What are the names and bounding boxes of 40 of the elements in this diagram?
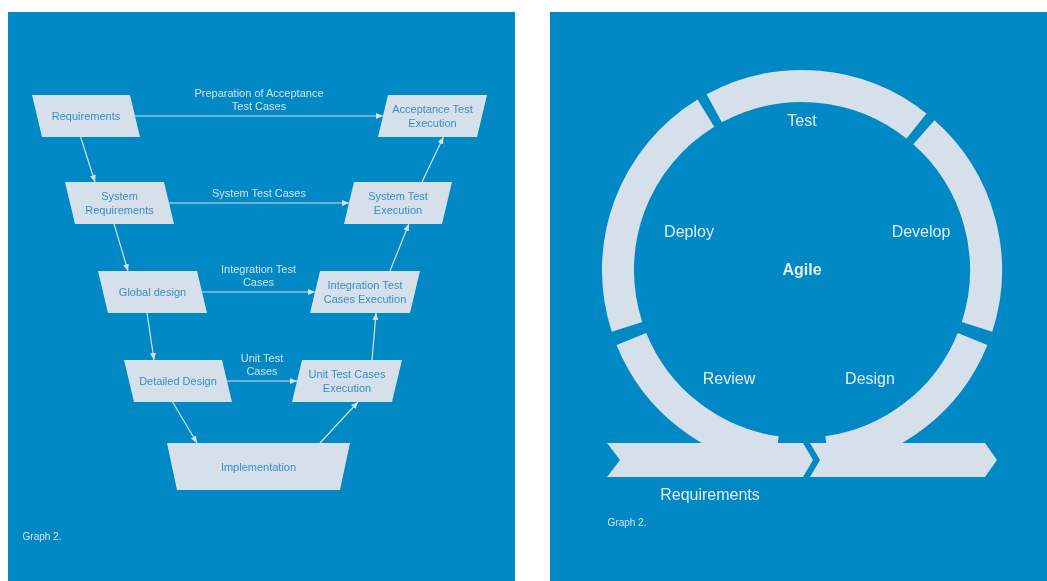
node-text: Implementation bbox=[220, 459, 297, 474]
arrow bbox=[389, 223, 410, 272]
arrow bbox=[201, 289, 316, 295]
arrow bbox=[172, 401, 198, 444]
arrow bbox=[113, 223, 129, 272]
stage-label: Review bbox=[702, 369, 756, 389]
node-text: Requirements bbox=[51, 109, 121, 123]
caption-text: Graph 2. bbox=[607, 515, 647, 530]
edge-label: Preparation of Acceptance Test Cases bbox=[193, 87, 325, 113]
arrow bbox=[371, 312, 379, 361]
node-text: Acceptance Test Execution bbox=[391, 102, 474, 130]
stage-label: Test bbox=[787, 111, 817, 131]
stage-label: Deploy bbox=[664, 222, 714, 242]
arrow bbox=[80, 136, 96, 183]
arrow bbox=[319, 401, 359, 444]
edge-label: System Test Cases bbox=[211, 187, 307, 200]
node-text: System Requirements bbox=[84, 189, 155, 217]
arrow bbox=[421, 136, 444, 183]
arrow bbox=[134, 113, 384, 119]
arrow bbox=[226, 378, 298, 384]
parallelogram-box bbox=[344, 182, 452, 224]
node-text: Global design bbox=[118, 285, 187, 299]
edge-label: Unit Test Cases bbox=[239, 352, 285, 378]
trapezoid-box bbox=[167, 443, 350, 490]
arrow bbox=[146, 312, 156, 361]
node-text: Unit Test Cases Execution bbox=[307, 367, 387, 395]
parallelogram-box bbox=[32, 95, 140, 137]
node-text: System Test Execution bbox=[367, 189, 429, 217]
stage-label: Agile bbox=[782, 260, 822, 280]
caption-text: Graph 2. bbox=[22, 529, 62, 544]
edge-label: Integration Test Cases bbox=[220, 263, 297, 289]
arrow bbox=[168, 200, 350, 206]
stage-label: Develop bbox=[891, 222, 951, 242]
stage-label: Design bbox=[845, 369, 895, 389]
stage-label: Requirements bbox=[660, 485, 760, 505]
node-text: Detailed Design bbox=[139, 374, 217, 388]
parallelogram-box bbox=[292, 360, 402, 402]
parallelogram-box bbox=[310, 271, 420, 313]
node-text: Integration Test Cases Execution bbox=[322, 278, 408, 306]
parallelogram-box bbox=[124, 360, 232, 402]
